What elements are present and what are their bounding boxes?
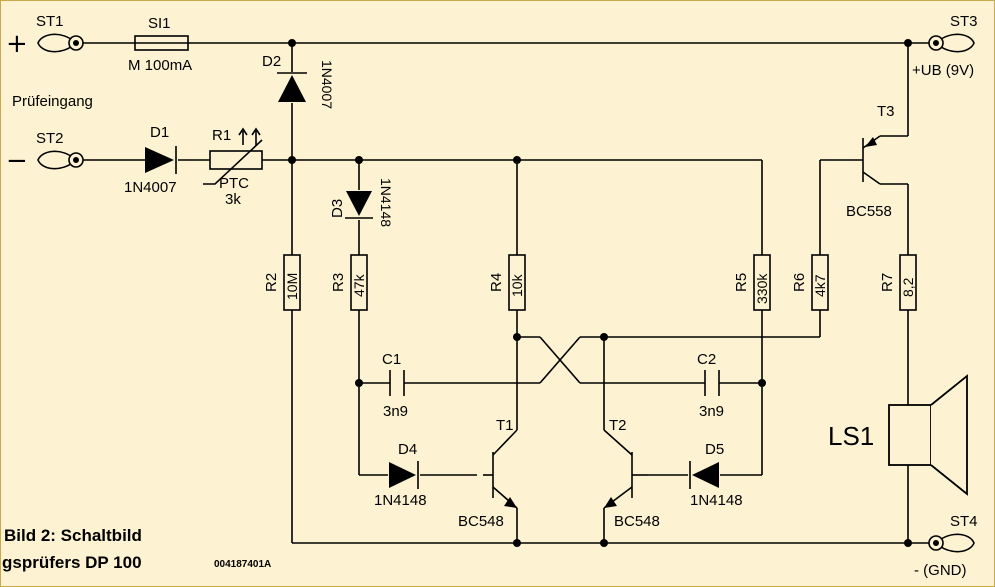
t1-ref: T1: [496, 417, 514, 434]
resistor-r1-ptc: [203, 127, 263, 185]
r7-value: 8,2: [900, 277, 916, 297]
r6-ref: R6: [791, 273, 808, 292]
gnd-label: - (GND): [914, 562, 967, 579]
loudspeaker-ls1: [888, 374, 968, 496]
t2-value: BC548: [614, 513, 660, 530]
caption-line2: gsprüfers DP 100: [2, 553, 142, 572]
resistor-r4: [508, 254, 526, 311]
d5-ref: D5: [705, 441, 724, 458]
d2-ref: D2: [262, 53, 281, 70]
resistor-r2: [283, 254, 301, 311]
diode-d1: [145, 146, 177, 174]
plus-sign: +: [6, 29, 28, 59]
d2-value: 1N4007: [319, 60, 335, 109]
r2-value: 10M: [284, 273, 300, 300]
d1-value: 1N4007: [124, 179, 177, 196]
resistor-r3: [350, 254, 368, 311]
r5-value: 330k: [754, 273, 770, 304]
d4-value: 1N4148: [374, 492, 427, 509]
d5-value: 1N4148: [690, 492, 743, 509]
capacitor-c1: [389, 370, 405, 396]
figure-code: 004187401A: [214, 559, 271, 570]
st4-label: ST4: [950, 513, 978, 530]
st3-label: ST3: [950, 13, 978, 30]
resistor-r6: [811, 254, 829, 311]
diode-d5: [689, 461, 719, 489]
input-label: Prüfeingang: [12, 93, 93, 110]
ub-label: +UB (9V): [912, 62, 974, 79]
c2-ref: C2: [697, 351, 716, 368]
terminal-st1: [37, 33, 84, 53]
terminal-st3: [928, 33, 975, 53]
diode-d2: [277, 72, 307, 102]
capacitor-c2: [704, 370, 720, 396]
st2-label: ST2: [36, 130, 64, 147]
minus-sign: −: [6, 146, 28, 176]
t3-ref: T3: [877, 103, 895, 120]
r3-value: 47k: [351, 273, 367, 297]
c1-ref: C1: [382, 351, 401, 368]
t3-value: BC558: [846, 203, 892, 220]
r1-value: 3k: [225, 191, 241, 208]
transistor-t3: [862, 135, 881, 185]
st1-label: ST1: [36, 13, 64, 30]
ls1-ref: LS1: [828, 421, 874, 451]
r2-ref: R2: [263, 273, 280, 292]
r4-value: 10k: [509, 273, 525, 297]
r1-ref: R1: [212, 127, 231, 144]
si1-value: M 100mA: [128, 57, 192, 74]
fuse-si1: [134, 35, 189, 51]
d4-ref: D4: [398, 441, 417, 458]
r3-ref: R3: [330, 273, 347, 292]
diode-d3: [345, 191, 373, 219]
r4-ref: R4: [488, 273, 505, 292]
c1-value: 3n9: [383, 403, 408, 420]
transistor-t2: [604, 452, 648, 508]
resistor-r7: [899, 254, 917, 311]
diode-d4: [389, 461, 419, 489]
junction-dots: [288, 39, 912, 547]
c2-value: 3n9: [699, 403, 724, 420]
transistor-t1: [483, 452, 517, 508]
caption-line1: Bild 2: Schaltbild: [4, 526, 142, 545]
d3-ref: D3: [329, 199, 346, 218]
r5-ref: R5: [733, 273, 750, 292]
r1-type: PTC: [219, 175, 249, 192]
terminal-st4: [928, 533, 975, 553]
wires: [82, 42, 934, 544]
d3-value: 1N4148: [378, 178, 394, 227]
t1-value: BC548: [458, 513, 504, 530]
resistor-r5: [753, 254, 771, 311]
t2-ref: T2: [609, 417, 627, 434]
si1-ref: SI1: [148, 15, 171, 32]
d1-ref: D1: [150, 124, 169, 141]
r7-ref: R7: [879, 273, 896, 292]
terminal-st2: [37, 150, 84, 170]
r6-value: 4k7: [812, 274, 828, 297]
